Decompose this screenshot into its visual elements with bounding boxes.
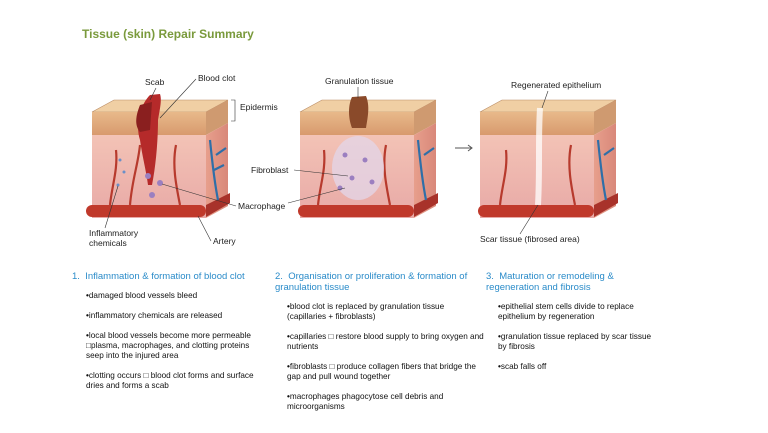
step-3-number: 3. xyxy=(486,271,494,282)
list-item: •local blood vessels become more permeab… xyxy=(86,331,251,360)
step-3-bullets: •epithelial stem cells divide to replace… xyxy=(498,302,656,372)
label-inflammatory-chemicals: Inflammatory chemicals xyxy=(89,228,141,248)
list-item: •inflammatory chemicals are released xyxy=(86,311,223,320)
label-scab: Scab xyxy=(145,77,165,87)
block-inflammation xyxy=(86,94,230,218)
step-1-number: 1. xyxy=(72,271,80,282)
list-item: •epithelial stem cells divide to replace… xyxy=(498,302,634,321)
step-1-title: Inflammation & formation of blood clot xyxy=(85,271,245,282)
step-1-heading: 1. Inflammation & formation of blood clo… xyxy=(72,271,262,282)
label-regenerated-epithelium: Regenerated epithelium xyxy=(511,80,601,90)
arrow-icon xyxy=(455,144,473,152)
label-artery: Artery xyxy=(213,236,236,246)
list-item: •fibroblasts □ produce collagen fibers t… xyxy=(287,362,476,381)
label-inflammatory-chemicals-line2: chemicals xyxy=(89,238,127,248)
list-item: •granulation tissue replaced by scar tis… xyxy=(498,332,652,351)
step-2-bullets: •blood clot is replaced by granulation t… xyxy=(287,302,485,412)
label-granulation-tissue: Granulation tissue xyxy=(325,76,394,86)
page-title: Tissue (skin) Repair Summary xyxy=(82,27,254,41)
list-item: •macrophages phagocytose cell debris and… xyxy=(287,392,444,411)
tissue-repair-figure: Scab Blood clot Epidermis Inflammatory c… xyxy=(86,73,618,248)
step-2-column: 2. Organisation or proliferation & forma… xyxy=(275,271,485,422)
step-3-title: Maturation or remodeling & regeneration … xyxy=(486,271,614,293)
list-item: •blood clot is replaced by granulation t… xyxy=(287,302,445,321)
label-scar-tissue: Scar tissue (fibrosed area) xyxy=(480,234,580,244)
step-2-heading: 2. Organisation or proliferation & forma… xyxy=(275,271,485,293)
list-item: •clotting occurs □ blood clot forms and … xyxy=(86,371,254,390)
label-inflammatory-chemicals-line1: Inflammatory xyxy=(89,228,139,238)
label-blood-clot: Blood clot xyxy=(198,73,236,83)
list-item: •scab falls off xyxy=(498,362,547,371)
step-2-title: Organisation or proliferation & formatio… xyxy=(275,271,468,293)
figure-labels: Scab Blood clot Epidermis Inflammatory c… xyxy=(89,73,601,248)
label-macrophage: Macrophage xyxy=(238,201,286,211)
step-3-heading: 3. Maturation or remodeling & regenerati… xyxy=(486,271,656,293)
label-fibroblast: Fibroblast xyxy=(251,165,289,175)
step-3-column: 3. Maturation or remodeling & regenerati… xyxy=(486,271,656,382)
block-granulation xyxy=(298,96,438,218)
step-1-column: 1. Inflammation & formation of blood clo… xyxy=(72,271,262,401)
step-2-number: 2. xyxy=(275,271,283,282)
list-item: •damaged blood vessels bleed xyxy=(86,291,198,300)
list-item: •capillaries □ restore blood supply to b… xyxy=(287,332,484,351)
block-remodeling xyxy=(478,99,618,218)
step-1-bullets: •damaged blood vessels bleed •inflammato… xyxy=(86,291,262,391)
label-epidermis: Epidermis xyxy=(240,102,278,112)
